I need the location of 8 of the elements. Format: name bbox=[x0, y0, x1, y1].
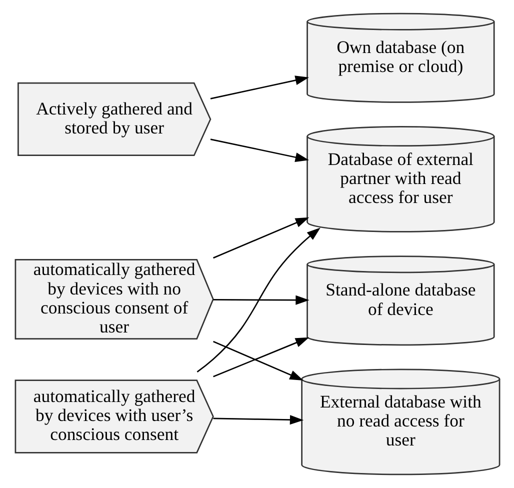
arrow bbox=[212, 415, 304, 425]
arrow bbox=[212, 340, 303, 380]
arrow bbox=[212, 337, 309, 378]
arrow bbox=[212, 295, 309, 305]
arrow bbox=[210, 76, 308, 100]
arrow bbox=[196, 228, 320, 373]
arrow bbox=[210, 138, 308, 162]
arrow bbox=[212, 217, 309, 259]
